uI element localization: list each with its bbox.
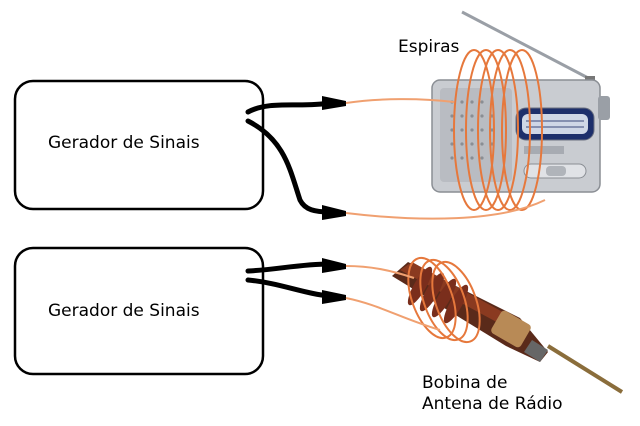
- coils-label: Espiras: [398, 37, 460, 57]
- antenna-ferrite-coil: [392, 262, 624, 394]
- top-clips: [322, 96, 346, 220]
- antenna-coil-label-line1: Bobina de: [422, 373, 508, 393]
- antenna-coil-label-line2: Antena de Rádio: [422, 394, 563, 414]
- top-wires: [345, 98, 546, 220]
- bottom-wires: [345, 265, 441, 331]
- antenna-coil-label: Bobina de Antena de Rádio: [422, 373, 563, 415]
- signal-generator-top-label: Gerador de Sinais: [48, 133, 200, 153]
- signal-generator-bottom-box: [13, 246, 265, 376]
- antenna-coil-loops: [407, 256, 481, 344]
- signal-generator-bottom-label: Gerador de Sinais: [48, 301, 200, 321]
- top-cables: [245, 100, 333, 215]
- signal-generator-top-box: [13, 79, 265, 211]
- radio-coils: [453, 49, 543, 211]
- bottom-clips: [322, 258, 346, 304]
